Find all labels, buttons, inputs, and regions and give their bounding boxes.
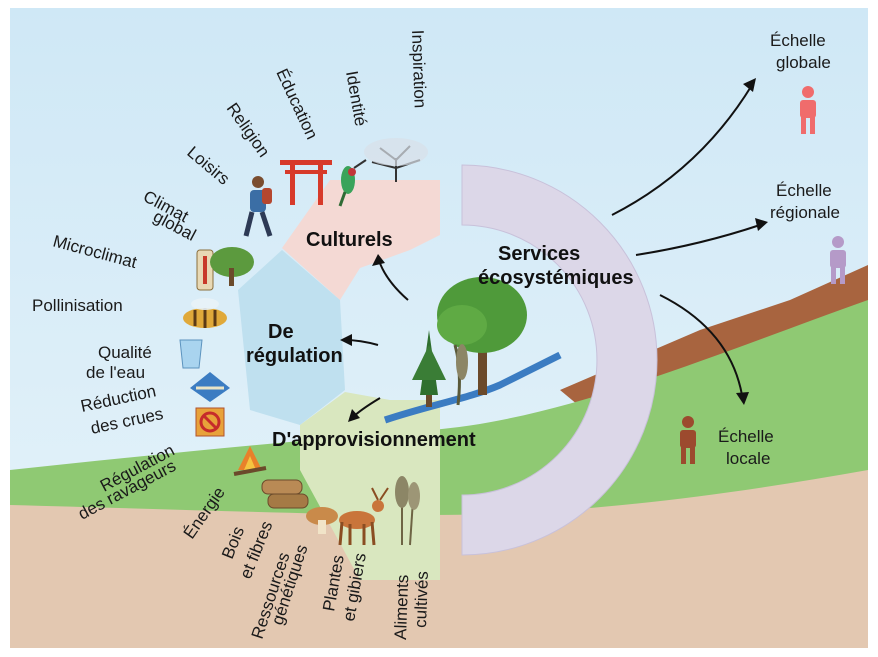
hummingbird-icon [338, 159, 367, 207]
regulation-sector [238, 250, 345, 425]
aliments-line2: cultivés [411, 571, 432, 628]
wheat-icon [395, 476, 420, 546]
regulation-label-line1: De [268, 321, 294, 343]
services-title-line1: Services [498, 243, 580, 265]
scale-arrows [611, 84, 761, 396]
person-icon [800, 86, 816, 134]
pollinisation-label: Pollinisation [32, 296, 123, 315]
culturels-sector [282, 180, 440, 300]
scale-arrowheads [736, 78, 768, 405]
thermometer-icon [196, 247, 254, 291]
river [383, 351, 562, 424]
scale-global-line1: Échelle [770, 31, 826, 50]
inspiration-label: Inspiration [408, 29, 430, 108]
mushroom-icon [306, 507, 338, 534]
approvisionnement-label: D'approvisionnement [272, 429, 476, 451]
culturels-label: Culturels [306, 229, 393, 251]
central-trees [412, 277, 527, 407]
person-icon [680, 416, 696, 464]
scale-regional-line1: Échelle [776, 181, 832, 200]
campfire-icon [233, 446, 267, 476]
scale-regional-line2: régionale [770, 203, 840, 222]
services-ring [461, 164, 658, 556]
hiker-icon [243, 176, 273, 237]
water-glass-icon [179, 339, 203, 369]
approvisionnement-sector [300, 392, 440, 580]
pest-sign-icon [195, 407, 225, 437]
services-title-line2: écosystémiques [478, 267, 634, 289]
deer-icon [338, 487, 389, 546]
qualite-line1: Qualité [98, 343, 152, 362]
scale-local-line1: Échelle [718, 427, 774, 446]
scale-global-line2: globale [776, 53, 831, 72]
logs-icon [261, 479, 309, 509]
aliments-line1: Aliments [391, 574, 412, 640]
bee-icon [183, 298, 227, 328]
bare-tree-icon [364, 138, 428, 182]
qualite-line2: de l'eau [86, 363, 145, 382]
person-icon [830, 236, 846, 284]
green-hill [10, 300, 868, 523]
flood-sign-icon [190, 372, 230, 402]
center-arrowheads [340, 254, 385, 422]
torii-gate-icon [280, 160, 332, 205]
regulation-label-line2: régulation [246, 345, 343, 367]
scale-local-line2: locale [726, 449, 770, 468]
